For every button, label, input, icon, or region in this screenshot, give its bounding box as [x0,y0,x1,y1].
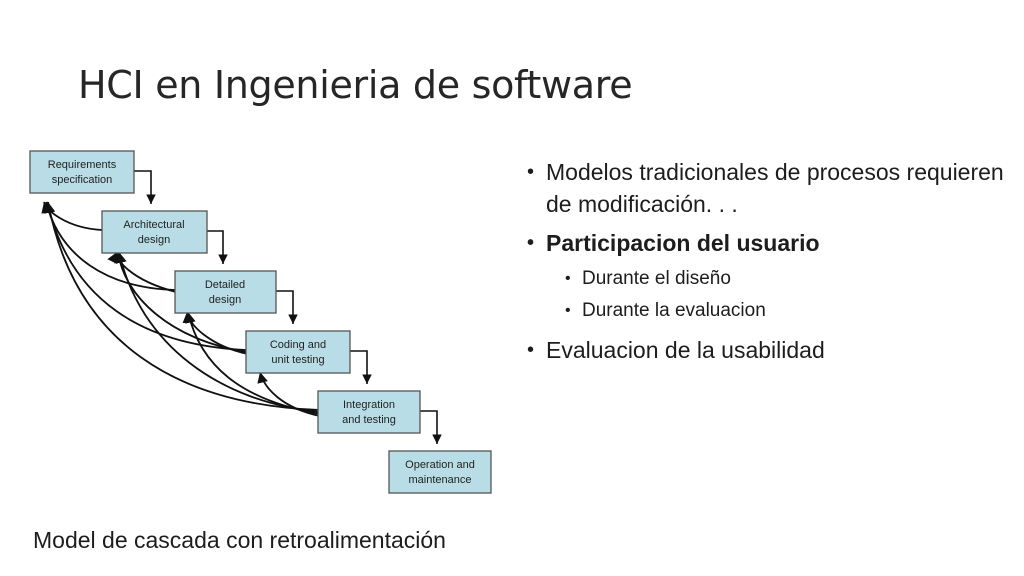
bullet-item: Participacion del usuario Durante el dis… [525,227,1005,327]
step-arrow [350,350,372,384]
stage-box-detailed: Detailed design [174,270,277,314]
waterfall-diagram: Requirements specification Architectural… [20,140,500,505]
svg-text:Integration: Integration [343,399,395,411]
stage-box-architectural: Architectural design [101,210,208,254]
svg-text:Coding and: Coding and [270,339,326,351]
feedback-arrow [44,201,247,351]
stage-box-integration: Integration and testing [317,390,421,434]
svg-text:Requirements: Requirements [48,159,117,171]
svg-text:maintenance: maintenance [409,474,472,486]
svg-text:design: design [138,234,170,246]
bullet-item: Evaluacion de la usabilidad [525,334,1005,366]
feedback-arrow [257,371,321,417]
svg-text:design: design [209,294,241,306]
stage-box-requirements: Requirements specification [29,150,135,194]
slide-title: HCI en Ingenieria de software [78,63,633,107]
sub-bullet-item: Durante la evaluacion [565,295,1005,327]
svg-text:Architectural: Architectural [123,219,184,231]
bullet-list: Modelos tradicionales de procesos requie… [525,156,1005,366]
step-arrow [207,230,228,264]
stage-box-operation: Operation and maintenance [388,450,492,494]
diagram-caption: Model de cascada con retroalimentación [33,527,446,553]
step-arrow [276,290,298,324]
feedback-arrow [44,201,321,411]
step-arrow [420,410,442,444]
bullet-item: Modelos tradicionales de procesos requie… [525,156,1005,220]
svg-text:Operation and: Operation and [405,459,475,471]
bullet-text: Evaluacion de la usabilidad [546,337,825,363]
svg-text:and testing: and testing [342,414,396,426]
sub-bullet-list: Durante el diseño Durante la evaluacion [546,263,1005,327]
svg-text:unit testing: unit testing [271,354,324,366]
svg-text:Detailed: Detailed [205,279,245,291]
step-arrow [134,170,156,204]
sub-bullet-item: Durante el diseño [565,263,1005,295]
svg-text:specification: specification [52,174,113,186]
feedback-arrow [107,251,177,293]
bullet-text: Modelos tradicionales de procesos requie… [546,159,1004,217]
bullet-text: Participacion del usuario [546,230,820,256]
feedback-arrow [114,251,248,353]
stage-box-coding: Coding and unit testing [245,330,351,374]
